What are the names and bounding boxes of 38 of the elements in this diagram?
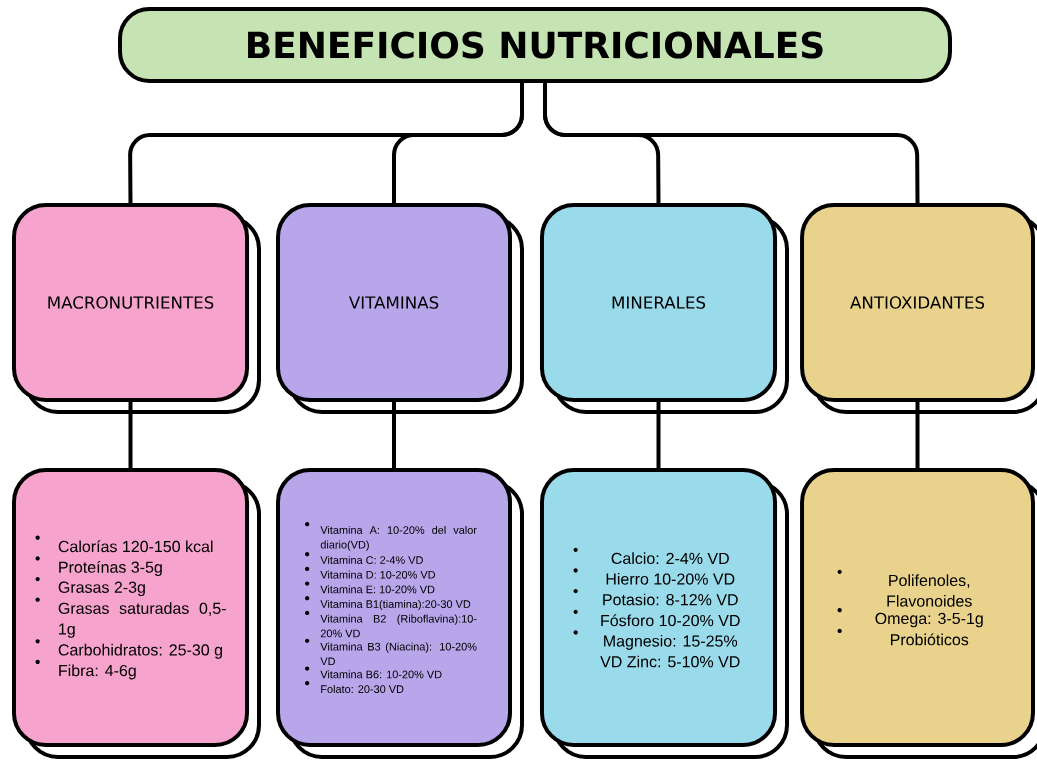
category-box: MACRONUTRIENTES [11, 203, 261, 414]
list-item: Fósforo 10-20% VD [601, 614, 740, 627]
list-item: Vitamina B3 (Niacina): 10-20% VD [320, 642, 477, 666]
list-item: Fibra: 4-6g [59, 664, 136, 680]
list-item: Vitamina C: 2-4% VD [320, 555, 423, 564]
list-item: Calorías 120-150 kcal [58, 540, 213, 553]
list-item: Vitamina B6: 10-20% VD [320, 670, 442, 679]
list-item: Vitamina B2 (Riboflavina):10-20% VD [320, 614, 477, 638]
connector-line [656, 401, 661, 469]
list-item: Proteínas 3-5g [59, 560, 162, 577]
list-item: Grasas saturadas 0,5-1g [58, 602, 226, 638]
connector-line [128, 401, 133, 469]
detail-box [276, 468, 524, 759]
list-item: Probióticos [891, 633, 969, 646]
list-item: Vitamina A: 10-20% del valor diario(VD) [320, 525, 477, 551]
list-item: Vitamina E: 10-20% VD [320, 585, 435, 594]
list-item: Omega: 3-5-1g [875, 612, 983, 628]
category-box: MINERALES [540, 203, 789, 414]
list-item: Carbohidratos: 25-30 g [58, 643, 222, 659]
title-banner: BENEFICIOS NUTRICIONALES [118, 7, 952, 83]
list-item: Calcio: 2-4% VD [611, 552, 729, 565]
connector-line [543, 83, 920, 204]
detail-box [540, 468, 789, 759]
detail-box [800, 468, 1037, 759]
category-box: VITAMINAS [276, 203, 524, 414]
list-item: Magnesio: 15-25% VD Zinc: 5-10% VD [600, 635, 740, 668]
detail-box [11, 468, 261, 759]
list-item: Vitamina D: 10-20% VD [320, 570, 436, 579]
list-item: Potasio: 8-12% VD [603, 593, 738, 606]
connector-line [392, 83, 524, 204]
connector-line [915, 401, 920, 469]
connector-line [392, 401, 396, 469]
list-item: Folato: 20-30 VD [321, 684, 404, 693]
list-item: Vitamina B1(tiamina):20-30 VD [320, 599, 471, 611]
list-item: Polifenoles, Flavonoides [887, 574, 972, 607]
list-item: Hierro 10-20% VD [606, 573, 735, 585]
list-item: Grasas 2-3g [58, 581, 145, 597]
category-box: ANTIOXIDANTES [800, 203, 1037, 414]
